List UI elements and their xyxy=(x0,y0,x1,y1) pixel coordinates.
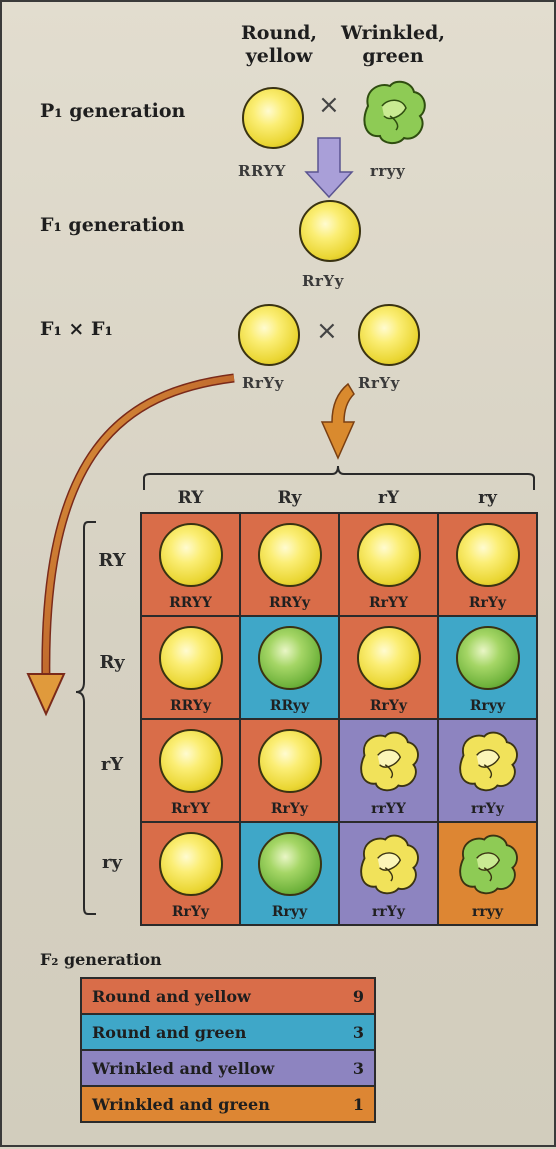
legend-label: Round and yellow xyxy=(92,987,251,1006)
punnett-cell: RrYY xyxy=(340,514,437,615)
round-yellow-pea xyxy=(258,729,322,793)
cell-genotype: rrYy xyxy=(439,801,536,817)
punnett-cell: RrYy xyxy=(241,720,338,821)
cross-symbol-2: × xyxy=(316,316,338,346)
round-yellow-pea xyxy=(159,729,223,793)
legend-row-wrinkled-yellow: Wrinkled and yellow 3 xyxy=(82,1051,374,1085)
round-yellow-pea xyxy=(456,523,520,587)
gamete-col-2: Ry xyxy=(241,488,338,508)
p1-generation-label: P₁ generation xyxy=(40,100,185,122)
wrinkled-yellow-pea xyxy=(357,832,421,896)
legend-count: 3 xyxy=(353,1023,364,1042)
cell-genotype: Rryy xyxy=(439,698,536,714)
gamete-col-3: rY xyxy=(340,488,437,508)
f1-generation-label: F₁ generation xyxy=(40,214,185,236)
column-brace xyxy=(144,466,534,490)
cell-genotype: RrYy xyxy=(340,698,437,714)
cell-genotype: RrYy xyxy=(439,595,536,611)
punnett-cell: RRYY xyxy=(142,514,239,615)
round-yellow-pea xyxy=(258,523,322,587)
legend-row-round-yellow: Round and yellow 9 xyxy=(82,979,374,1013)
round-green-pea xyxy=(258,626,322,690)
legend-label: Wrinkled and yellow xyxy=(92,1059,274,1078)
wrinkled-yellow-pea xyxy=(357,729,421,793)
f1xf1-label: F₁ × F₁ xyxy=(40,318,113,340)
cell-genotype: RRYy xyxy=(241,595,338,611)
legend-count: 1 xyxy=(353,1095,364,1114)
gamete-row-2: Ry xyxy=(92,652,132,673)
round-yellow-pea-f1xf1-left xyxy=(238,304,300,366)
punnett-cell: RrYy xyxy=(439,514,536,615)
cell-genotype: RrYY xyxy=(340,595,437,611)
round-yellow-pea-f1 xyxy=(299,200,361,262)
punnett-cell: Rryy xyxy=(439,617,536,718)
f1xf1-right-genotype: RrYy xyxy=(358,374,400,392)
legend-count: 3 xyxy=(353,1059,364,1078)
p1-right-genotype: rryy xyxy=(370,162,405,180)
gamete-col-4: ry xyxy=(439,488,536,508)
down-arrow-small-icon xyxy=(322,384,354,458)
gamete-row-1: RY xyxy=(92,550,132,571)
round-yellow-pea-f1xf1-right xyxy=(358,304,420,366)
legend-row-wrinkled-green: Wrinkled and green 1 xyxy=(82,1087,374,1121)
cell-genotype: RrYY xyxy=(142,801,239,817)
punnett-cell: rrYy xyxy=(340,823,437,924)
f2-generation-label: F₂ generation xyxy=(40,950,162,969)
punnett-cell: Rryy xyxy=(241,823,338,924)
gamete-row-4: ry xyxy=(92,852,132,873)
legend-label: Wrinkled and green xyxy=(92,1095,270,1114)
legend-label: Round and green xyxy=(92,1023,246,1042)
round-yellow-pea xyxy=(357,626,421,690)
cell-genotype: rrYy xyxy=(340,904,437,920)
wrinkled-yellow-pea xyxy=(456,729,520,793)
legend-row-round-green: Round and green 3 xyxy=(82,1015,374,1049)
punnett-cell: RrYy xyxy=(340,617,437,718)
cell-genotype: RRYy xyxy=(142,698,239,714)
wrinkled-green-pea-p1 xyxy=(364,82,424,143)
round-yellow-label: Round, yellow xyxy=(234,22,324,68)
round-yellow-pea-p1 xyxy=(242,87,304,149)
round-yellow-pea xyxy=(357,523,421,587)
punnett-cell: rryy xyxy=(439,823,536,924)
cell-genotype: RRYY xyxy=(142,595,239,611)
round-green-pea xyxy=(258,832,322,896)
punnett-cell: RrYy xyxy=(142,823,239,924)
legend-count: 9 xyxy=(353,987,364,1006)
punnett-cell: rrYY xyxy=(340,720,437,821)
p1-left-genotype: RRYY xyxy=(238,162,286,180)
round-yellow-pea xyxy=(159,523,223,587)
punnett-cell: RRYy xyxy=(142,617,239,718)
wrinkled-green-label: Wrinkled, green xyxy=(332,22,454,68)
round-yellow-pea xyxy=(159,626,223,690)
gamete-row-3: rY xyxy=(92,754,132,775)
cell-genotype: rrYY xyxy=(340,801,437,817)
down-arrow-icon xyxy=(306,138,352,197)
phenotype-legend: Round and yellow 9 Round and green 3 Wri… xyxy=(80,977,376,1123)
f1-genotype: RrYy xyxy=(302,272,344,290)
round-green-pea xyxy=(456,626,520,690)
cell-genotype: rryy xyxy=(439,904,536,920)
punnett-cell: rrYy xyxy=(439,720,536,821)
cell-genotype: RrYy xyxy=(241,801,338,817)
cell-genotype: RRyy xyxy=(241,698,338,714)
f1xf1-left-genotype: RrYy xyxy=(242,374,284,392)
cell-genotype: Rryy xyxy=(241,904,338,920)
gamete-col-1: RY xyxy=(142,488,239,508)
round-yellow-pea xyxy=(159,832,223,896)
punnett-cell: RRYy xyxy=(241,514,338,615)
punnett-cell: RRyy xyxy=(241,617,338,718)
wrinkled-green-pea xyxy=(456,832,520,896)
cell-genotype: RrYy xyxy=(142,904,239,920)
punnett-cell: RrYY xyxy=(142,720,239,821)
cross-symbol: × xyxy=(318,90,340,120)
